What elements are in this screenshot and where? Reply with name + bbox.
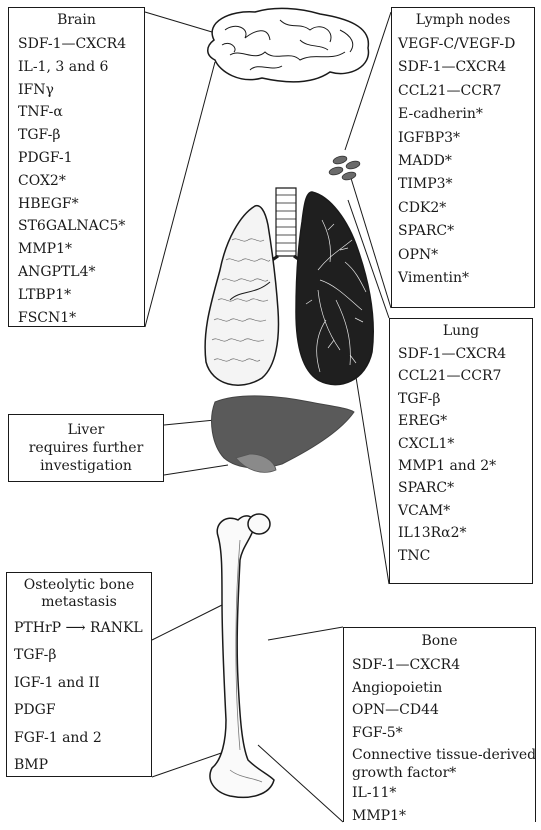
list-item: CCL21—CCR7 xyxy=(398,82,534,105)
list-item: COX2* xyxy=(18,172,144,195)
list-item: PDGF xyxy=(14,701,151,728)
lung-box: Lung SDF-1—CXCR4 CCL21—CCR7 TGF-β EREG* … xyxy=(389,318,533,584)
list-item: PDGF-1 xyxy=(18,149,144,172)
osteolytic-box: Osteolytic bone metastasis PTHrP ⟶ RANKL… xyxy=(6,572,152,777)
list-item: TGF-β xyxy=(14,646,151,673)
brain-connector-top xyxy=(145,12,212,32)
liver-box: Liver requires further investigation xyxy=(8,414,164,482)
list-item: HBEGF* xyxy=(18,195,144,218)
list-item: Angiopoietin xyxy=(352,679,535,702)
list-item: TGF-β xyxy=(398,390,532,412)
list-item: FGF-1 and 2 xyxy=(14,729,151,756)
osteolytic-list: PTHrP ⟶ RANKL TGF-β IGF-1 and II PDGF FG… xyxy=(7,611,151,783)
liver-connector-bottom xyxy=(164,465,228,475)
lung-connector-bottom xyxy=(352,352,389,584)
list-item: TNF-α xyxy=(18,103,144,126)
lung-list: SDF-1—CXCR4 CCL21—CCR7 TGF-β EREG* CXCL1… xyxy=(390,340,532,569)
list-item: IFNγ xyxy=(18,81,144,104)
list-item: SPARC* xyxy=(398,479,532,501)
lymph-node-illustration xyxy=(328,155,360,181)
list-item: SDF-1—CXCR4 xyxy=(398,345,532,367)
list-item: E-cadherin* xyxy=(398,105,534,128)
list-item: CCL21—CCR7 xyxy=(398,367,532,389)
list-item: ANGPTL4* xyxy=(18,263,144,286)
bone-connector-top xyxy=(268,627,343,640)
lymph-nodes-title: Lymph nodes xyxy=(392,12,534,29)
bone-list: SDF-1—CXCR4 Angiopoietin OPN—CD44 FGF-5*… xyxy=(344,650,535,830)
brain-connector-bottom xyxy=(145,62,215,327)
list-item: VCAM* xyxy=(398,502,532,524)
list-item: Connective tissue-derived growth factor* xyxy=(352,746,538,784)
lymph-nodes-box: Lymph nodes VEGF-C/VEGF-D SDF-1—CXCR4 CC… xyxy=(391,7,535,308)
list-item: OPN—CD44 xyxy=(352,701,535,724)
list-item: IL-1, 3 and 6 xyxy=(18,58,144,81)
list-item: MADD* xyxy=(398,152,534,175)
lungs-illustration xyxy=(205,188,373,385)
list-item: MMP1* xyxy=(18,240,144,263)
bone-title: Bone xyxy=(344,633,535,650)
list-item: LTBP1* xyxy=(18,286,144,309)
lymph-nodes-list: VEGF-C/VEGF-D SDF-1—CXCR4 CCL21—CCR7 E-c… xyxy=(392,29,534,292)
osteolytic-title: Osteolytic bone metastasis xyxy=(7,577,151,611)
list-item: FSCN1* xyxy=(18,309,144,332)
brain-title: Brain xyxy=(9,12,144,29)
list-item: BMP xyxy=(14,756,151,783)
liver-title: Liver xyxy=(9,421,163,439)
liver-illustration xyxy=(212,396,354,472)
list-item: IGF-1 and II xyxy=(14,674,151,701)
list-item: SDF-1—CXCR4 xyxy=(398,58,534,81)
brain-box: Brain SDF-1—CXCR4 IL-1, 3 and 6 IFNγ TNF… xyxy=(8,7,145,327)
liver-connector-top xyxy=(164,420,215,425)
list-item: IGFBP3* xyxy=(398,129,534,152)
list-item: SPARC* xyxy=(398,222,534,245)
list-item: TNC xyxy=(398,547,532,569)
list-item: SDF-1—CXCR4 xyxy=(18,35,144,58)
list-item: TIMP3* xyxy=(398,175,534,198)
liver-note: requires further investigation xyxy=(9,439,163,475)
femur-illustration xyxy=(210,514,274,797)
list-item: CDK2* xyxy=(398,199,534,222)
list-item: ST6GALNAC5* xyxy=(18,217,144,240)
brain-list: SDF-1—CXCR4 IL-1, 3 and 6 IFNγ TNF-α TGF… xyxy=(9,29,144,331)
list-item: CXCL1* xyxy=(398,435,532,457)
osteo-connector-top xyxy=(152,605,222,640)
list-item: MMP1 and 2* xyxy=(398,457,532,479)
list-item: OPN* xyxy=(398,246,534,269)
list-item: TGF-β xyxy=(18,126,144,149)
brain-illustration xyxy=(208,8,369,81)
list-item: Vimentin* xyxy=(398,269,534,292)
list-item: IL13Rα2* xyxy=(398,524,532,546)
list-item: PTHrP ⟶ RANKL xyxy=(14,619,151,646)
list-item: MMP1* xyxy=(352,807,535,830)
list-item: FGF-5* xyxy=(352,724,535,747)
bone-box: Bone SDF-1—CXCR4 Angiopoietin OPN—CD44 F… xyxy=(343,627,536,822)
list-item: SDF-1—CXCR4 xyxy=(352,656,535,679)
list-item: IL-11* xyxy=(352,784,535,807)
list-item: VEGF-C/VEGF-D xyxy=(398,35,534,58)
lung-title: Lung xyxy=(390,323,532,340)
list-item: EREG* xyxy=(398,412,532,434)
